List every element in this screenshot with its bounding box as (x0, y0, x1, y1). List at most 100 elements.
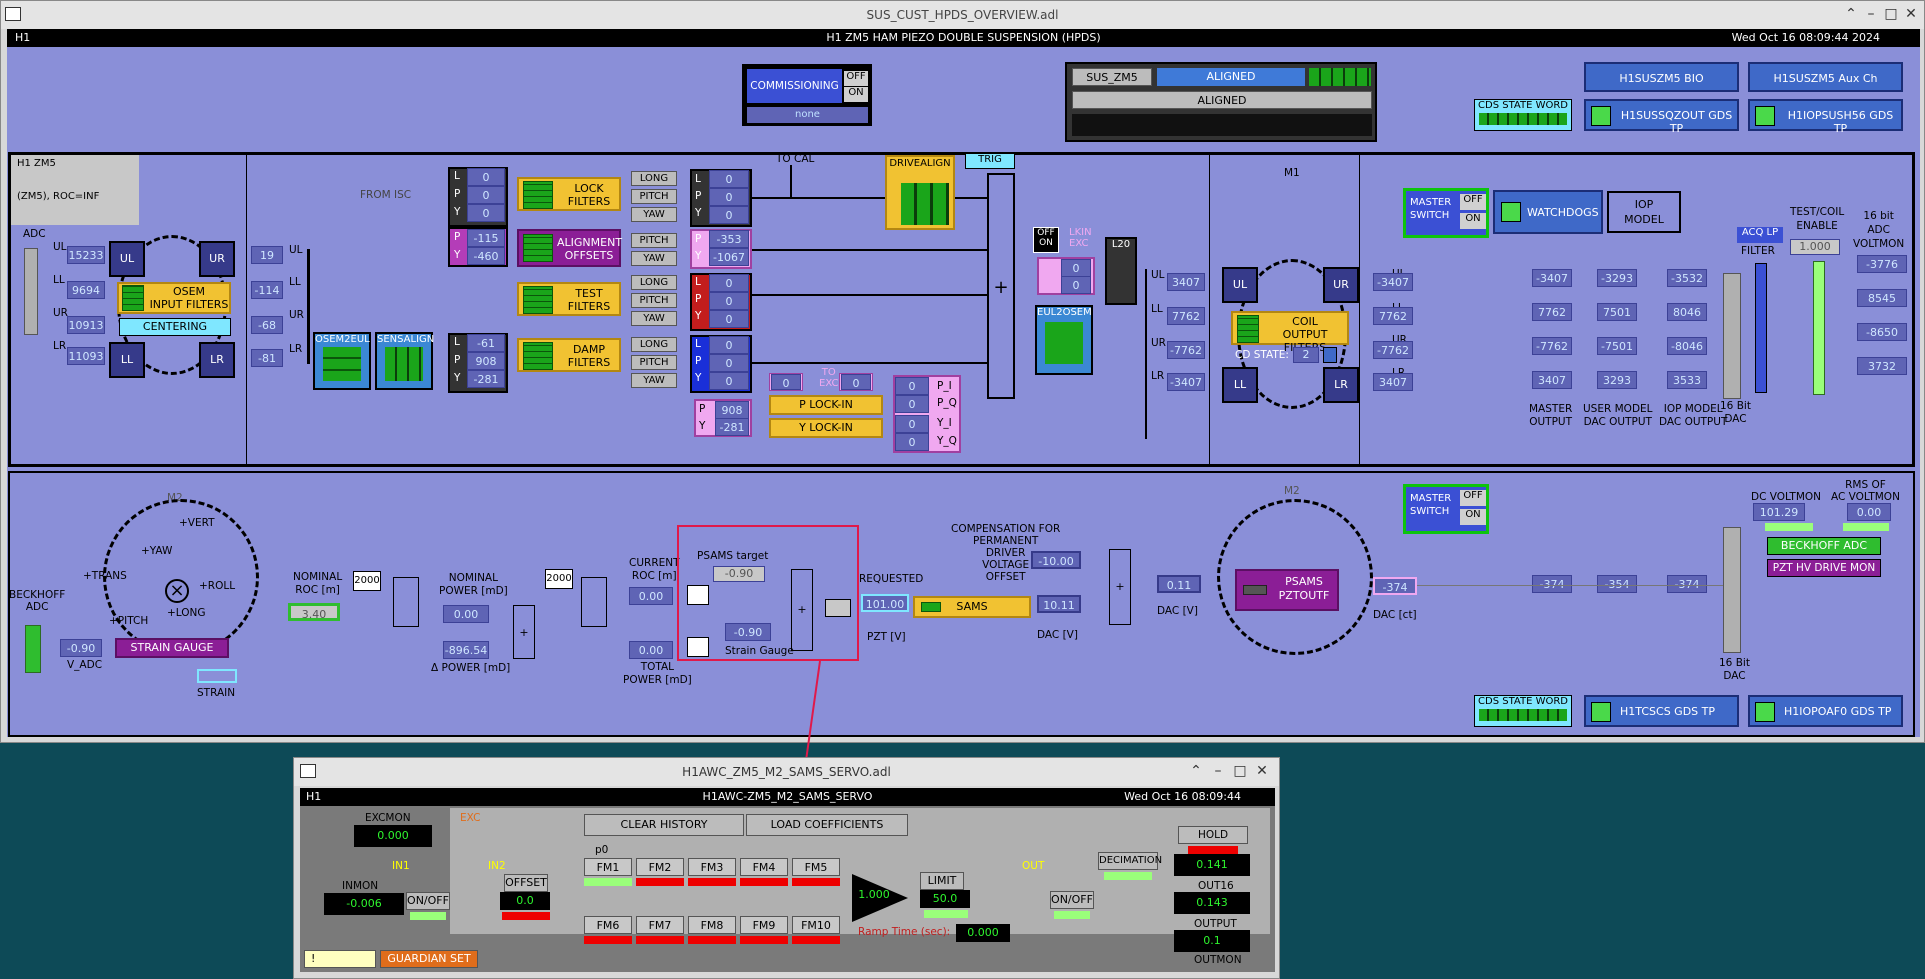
master-on[interactable]: ON (1460, 213, 1486, 229)
close-icon[interactable]: ✕ (1905, 6, 1917, 22)
fm3-button[interactable]: FM3 (688, 858, 736, 876)
dir-vert: +VERT (179, 517, 215, 529)
pzt-hv-button[interactable]: PZT HV DRIVE MON (1767, 559, 1881, 577)
maximize-icon[interactable]: □ (1233, 763, 1247, 779)
y-lockin-button[interactable]: Y LOCK-IN (769, 418, 883, 438)
alert-field[interactable]: ! (304, 950, 376, 968)
dof-pitch: PITCH (631, 355, 677, 370)
m2-master-off[interactable]: OFF (1460, 490, 1486, 506)
guardian-node[interactable]: SUS_ZM5 (1072, 68, 1152, 86)
centering-button[interactable]: CENTERING (119, 318, 231, 336)
bio-button[interactable]: H1SUSZM5 BIO (1584, 62, 1739, 92)
test-coil-value[interactable]: 1.000 (1790, 239, 1840, 255)
sum-block: + (513, 605, 535, 659)
refresh-icon[interactable] (1323, 347, 1337, 363)
watchdogs-button[interactable]: WATCHDOGS (1493, 190, 1603, 234)
outmon-label: OUTMON (1194, 954, 1242, 966)
master-switch[interactable]: MASTER SWITCH OFF ON (1403, 188, 1489, 238)
test-coil-bar (1813, 261, 1825, 395)
fm6-button[interactable]: FM6 (584, 916, 632, 934)
m2-master-switch[interactable]: MASTER SWITCH OFF ON (1403, 484, 1489, 534)
drive-name: UR (1151, 337, 1166, 349)
eul2osem-label: EUL2OSEM (1037, 307, 1092, 318)
gain-value[interactable]: 1.000 (858, 888, 890, 901)
p-lockin-button[interactable]: P LOCK-IN (769, 395, 883, 415)
trig-button[interactable]: TRIG (965, 153, 1015, 169)
input-onoff-button[interactable]: ON/OFF (406, 892, 450, 910)
gain-triangle-icon (852, 874, 908, 922)
sams-button[interactable]: SAMS (913, 596, 1031, 618)
guardian-request[interactable]: ALIGNED (1072, 91, 1372, 109)
post-value: -114 (251, 281, 283, 299)
adc-block[interactable] (24, 248, 38, 335)
gds-tp-button-2[interactable]: H1IOPSUSH56 GDS TP (1748, 99, 1903, 135)
osem-input-filters-button[interactable]: OSEM INPUT FILTERS (117, 282, 231, 314)
gds-tp-button-1[interactable]: H1SUSSQZOUT GDS TP (1584, 99, 1739, 135)
guardian-set-button[interactable]: GUARDIAN SET (380, 950, 478, 968)
fm7-button[interactable]: FM7 (636, 916, 684, 934)
eul2osem-block[interactable]: EUL2OSEM (1035, 305, 1093, 375)
decimation-indicator (1104, 872, 1152, 880)
gds-tp-button-3[interactable]: H1TCSCS GDS TP (1584, 695, 1739, 727)
sensalign-block[interactable]: SENSALIGN (375, 332, 434, 390)
osem2eul-block[interactable]: OSEM2EUL (313, 332, 371, 390)
fm2-button[interactable]: FM2 (636, 858, 684, 876)
load-coefficients-button[interactable]: LOAD COEFFICIENTS (746, 814, 908, 836)
collapse-icon[interactable]: ⌃ (1190, 763, 1202, 779)
test-filters-button[interactable]: TEST FILTERS (517, 282, 621, 316)
strain-gauge-button[interactable]: STRAIN GAUGE (115, 638, 229, 658)
guardian-indicators (1309, 68, 1371, 86)
alignment-offsets-button[interactable]: ALIGNMENT OFFSETS (517, 229, 622, 267)
minimize-icon[interactable]: ⌃ (1845, 6, 1857, 22)
limit-button[interactable]: LIMIT (920, 872, 964, 890)
decimation-button[interactable]: DECIMATION (1098, 852, 1162, 870)
drivealign-button[interactable]: DRIVEALIGN (885, 155, 955, 230)
clear-history-button[interactable]: CLEAR HISTORY (584, 814, 744, 836)
eul-value: 908 (467, 352, 505, 370)
offset-value[interactable]: 0.0 (500, 892, 550, 910)
nominal-roc-value[interactable]: 3.40 (288, 603, 340, 621)
fm8-button[interactable]: FM8 (688, 916, 736, 934)
aux-button[interactable]: H1SUSZM5 Aux Ch (1748, 62, 1903, 92)
commissioning-on[interactable]: ON (844, 87, 868, 102)
cds-state-word-bottom: CDS STATE WORD (1474, 695, 1572, 727)
gds-tp-button-4[interactable]: H1IOPOAF0 GDS TP (1748, 695, 1903, 727)
beckhoff-adc-button[interactable]: BECKHOFF ADC (1767, 537, 1881, 555)
output-onoff-button[interactable]: ON/OFF (1050, 891, 1094, 909)
adc-name: UR (53, 307, 68, 319)
col3-value: -3293 (1597, 269, 1637, 287)
fm10-button[interactable]: FM10 (792, 916, 840, 934)
hold-output-button[interactable]: HOLD OUTPUT (1178, 826, 1248, 857)
close-icon[interactable]: ✕ (1256, 763, 1268, 779)
fm4-button[interactable]: FM4 (740, 858, 788, 876)
master-off[interactable]: OFF (1460, 194, 1486, 210)
maximize-icon[interactable]: □ (1884, 6, 1898, 22)
lkin-offon-switch[interactable]: OFF ON (1033, 227, 1059, 253)
iop-model-button[interactable]: IOP MODEL (1607, 191, 1681, 233)
coil-output-filters-button[interactable]: COIL OUTPUT FILTERS (1231, 311, 1349, 354)
fm5-button[interactable]: FM5 (792, 858, 840, 876)
master-switch-label: MASTER SWITCH (1410, 197, 1452, 221)
related-display-icon[interactable] (825, 599, 851, 617)
dac16-block[interactable] (1723, 273, 1741, 399)
fm9-button[interactable]: FM9 (740, 916, 788, 934)
m2-master-on[interactable]: ON (1460, 509, 1486, 525)
ramp-time-value[interactable]: 0.000 (956, 924, 1010, 942)
acq-lp-button[interactable]: ACQ LP (1737, 227, 1783, 243)
commissioning-off[interactable]: OFF (844, 71, 868, 86)
m2-dac16-block[interactable] (1723, 527, 1741, 653)
psams-pztoutf-button[interactable]: PSAMS PZTOUTF (1235, 569, 1339, 611)
fm1-button[interactable]: FM1 (584, 858, 632, 876)
doc-icon[interactable] (687, 637, 709, 657)
lock-filters-button[interactable]: LOCK FILTERS (517, 177, 621, 211)
limit-value[interactable]: 50.0 (920, 890, 970, 908)
psams-target-value[interactable]: -0.90 (713, 566, 765, 582)
minimize-button[interactable]: – (1867, 6, 1875, 22)
minimize-button[interactable]: – (1214, 763, 1222, 779)
l20-block[interactable]: L20 (1105, 237, 1137, 305)
offset-button[interactable]: OFFSET (504, 874, 548, 892)
damp-filters-button[interactable]: DAMP FILTERS (517, 338, 621, 372)
power-label: Δ POWER [mD] (431, 662, 511, 674)
beckhoff-adc-block[interactable] (25, 625, 41, 673)
doc-icon[interactable] (687, 585, 709, 605)
